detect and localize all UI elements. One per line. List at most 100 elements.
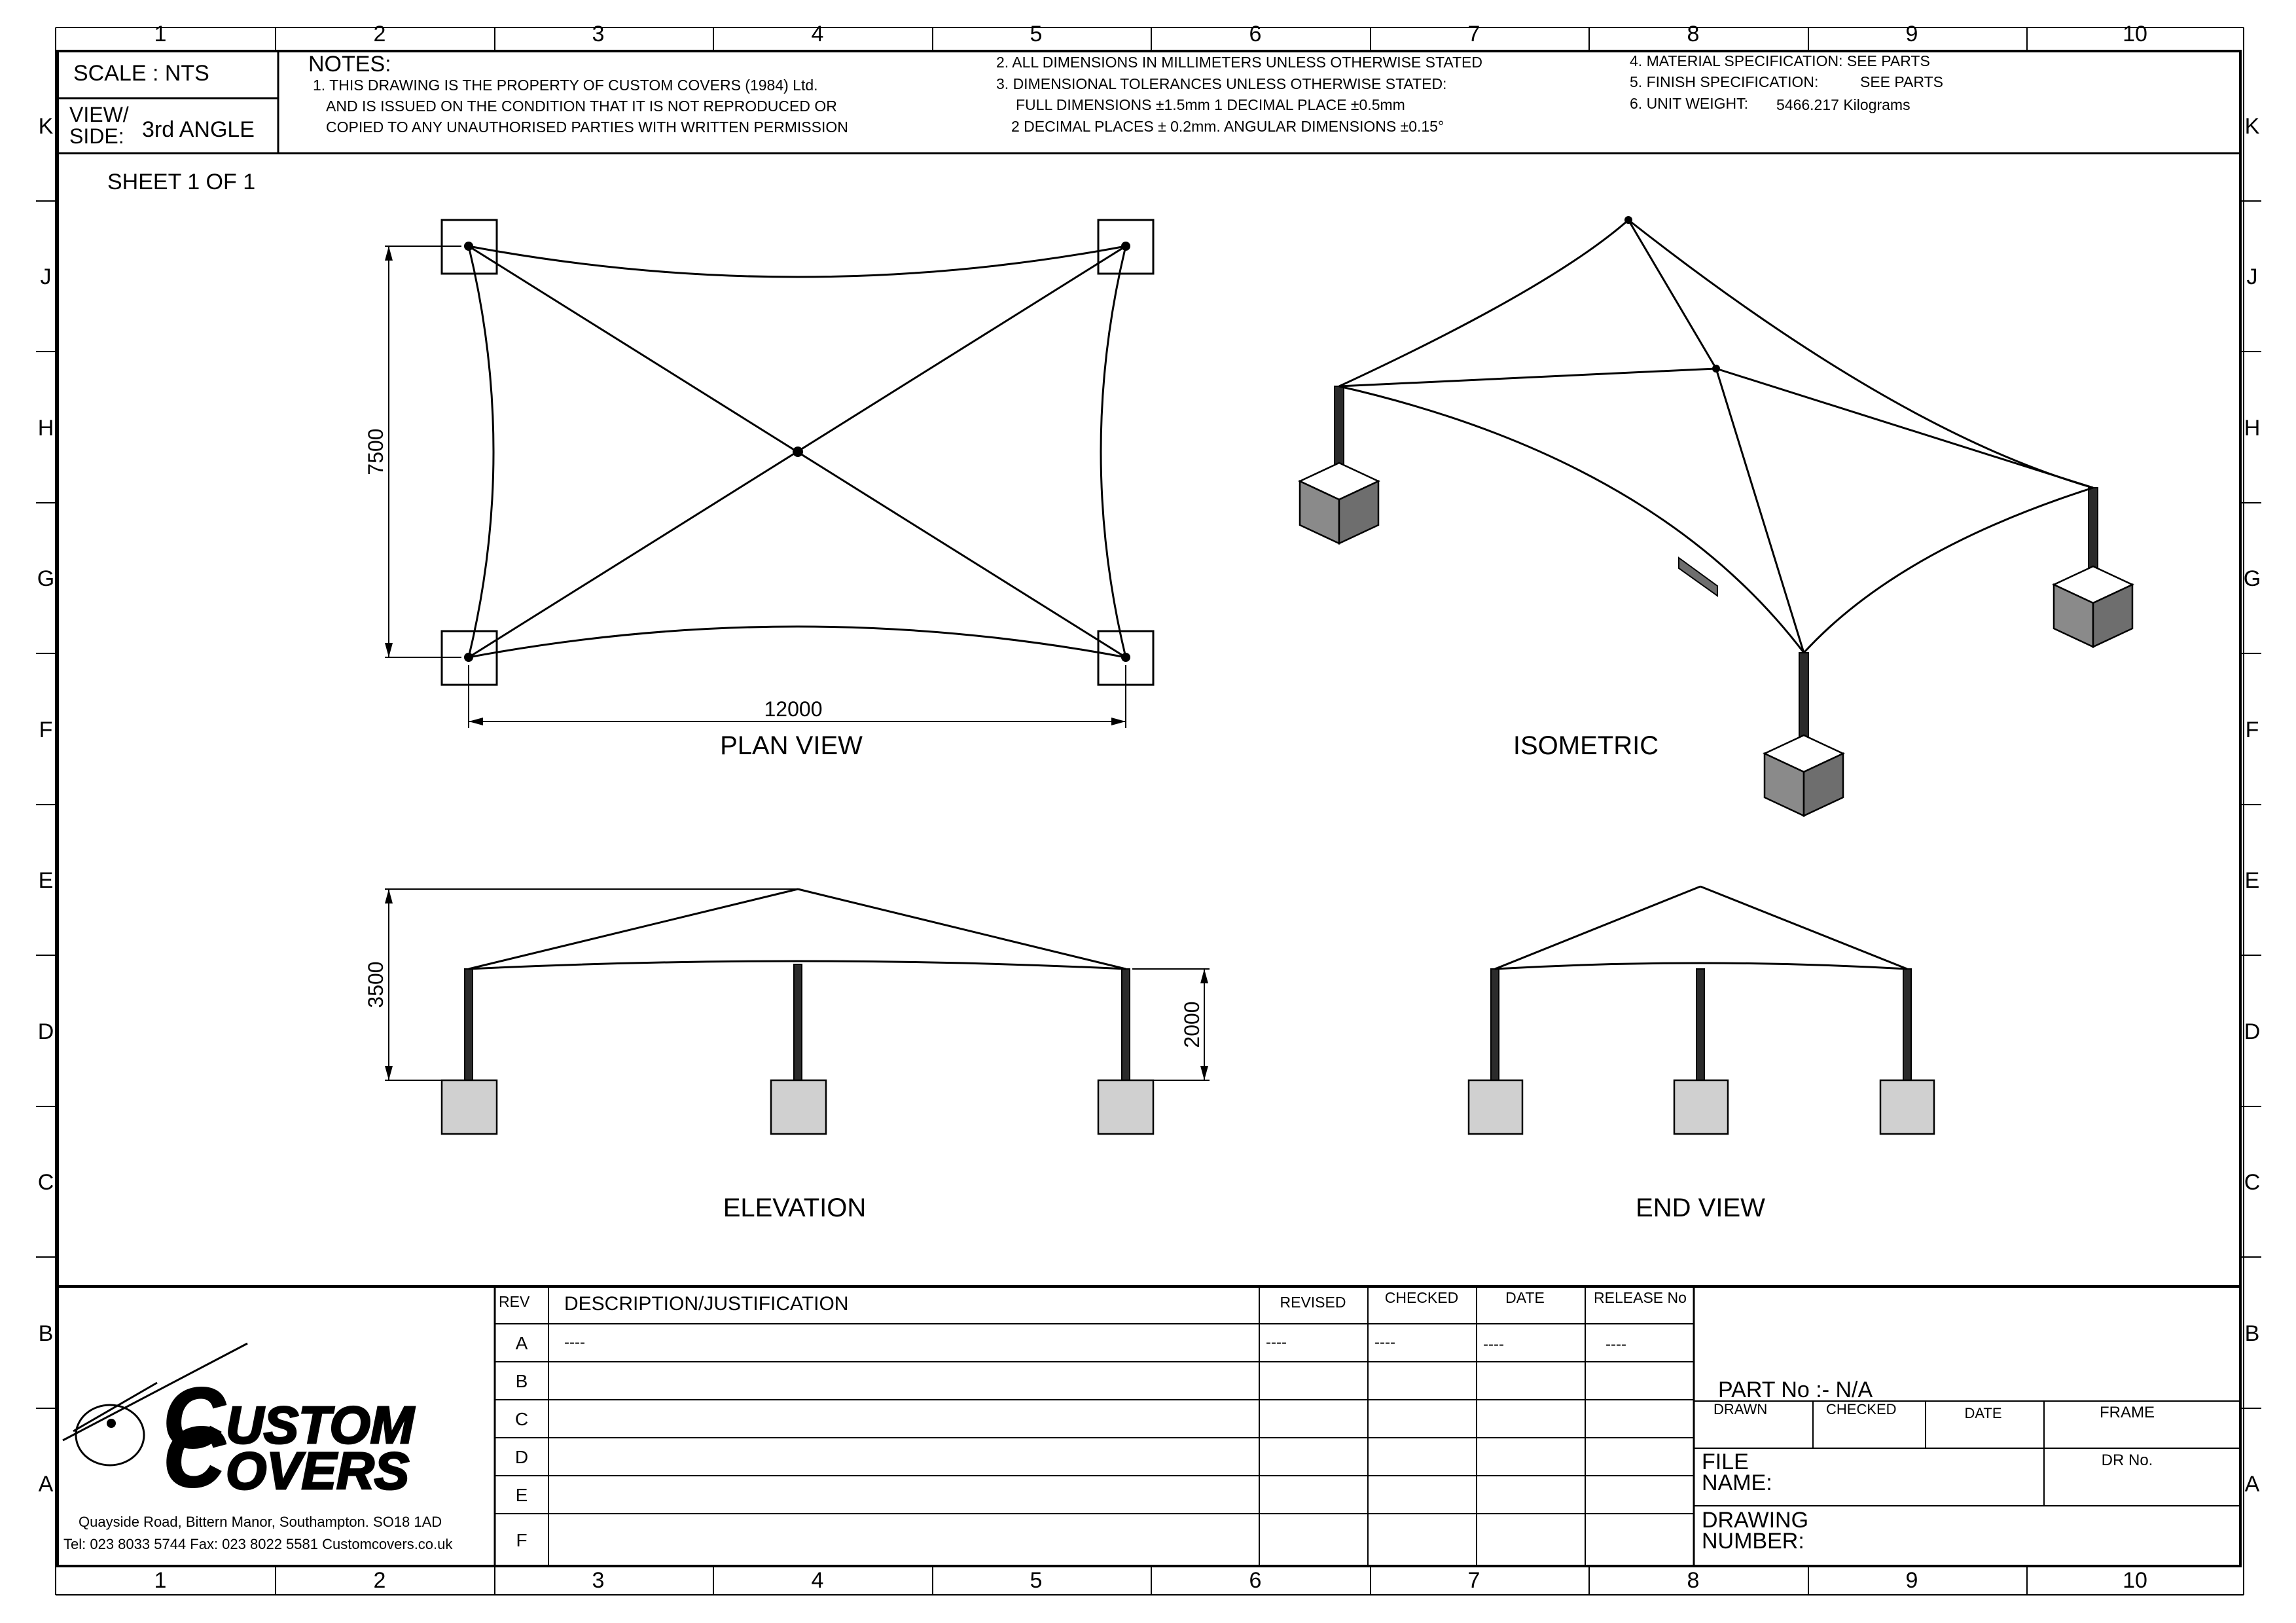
date-header: DATE [1505,1289,1545,1306]
file-name-label: NAME: [1702,1470,1772,1495]
elev-post-left [464,968,473,1081]
isometric-view: ISOMETRIC [1298,216,2134,817]
plan-view: 7500 12000 PLAN VIEW [364,219,1155,760]
company-contact: Tel: 023 8033 5744 Fax: 023 8022 5581 Cu… [63,1536,453,1552]
column-labels-bottom: 1 2 3 4 5 6 7 8 9 10 [154,1568,2147,1593]
iso-post-right [2088,487,2098,579]
checked-label: CHECKED [1826,1401,1897,1417]
col-label-2: 2 [374,1568,386,1593]
end-view: END VIEW [1467,885,1935,1222]
col-label-7: 7 [1468,1568,1480,1593]
date-cell: ---- [1483,1336,1504,1353]
elev-roof-right [797,888,1126,970]
row-label-c: C [2244,1170,2261,1195]
end-base-left [1467,1079,1524,1135]
iso-edge-left-front [1338,385,1805,653]
iso-ridge-front [1715,368,1805,653]
plan-edge-bottom [468,625,1126,659]
row-label-j: J [2247,264,2258,289]
note-5-value: SEE PARTS [1860,73,1943,90]
view-label: VIEW/ [69,103,129,126]
logo-text-custom: USTOM [226,1396,416,1454]
iso-edge-left-apex [1338,219,1629,388]
col-label-3: 3 [592,22,605,46]
row-label-d: D [2244,1019,2261,1044]
iso-view-title: ISOMETRIC [1513,731,1659,760]
iso-base-left [1298,462,1380,545]
end-roof-edge [1494,962,1908,970]
header-block: SCALE : NTS VIEW/ SIDE: 3rd ANGLE NOTES:… [58,51,2240,155]
elev-roof-edge [468,960,1126,970]
plan-view-title: PLAN VIEW [720,731,863,760]
row-label-f: F [39,718,53,742]
note-5-label: 5. FINISH SPECIFICATION: [1630,73,1818,90]
company-block: C C USTOM OVERS Quayside Road, Bittern M… [62,1342,453,1552]
elev-height-dim-label: 3500 [364,961,387,1008]
row-ticks [36,200,2261,1409]
col-label-3: 3 [592,1568,605,1593]
col-label-6: 6 [1249,22,1262,46]
iso-edge-apex-right [1628,219,2094,489]
description-header: DESCRIPTION/JUSTIFICATION [564,1293,848,1315]
note-6-value: 5466.217 Kilograms [1776,96,1910,113]
description-cell: ---- [564,1334,585,1351]
end-base-right [1879,1079,1935,1135]
plan-edge-left [467,246,495,658]
elev-base-left [440,1079,498,1135]
end-roof-left [1494,885,1701,970]
note-1-line-1: 1. THIS DRAWING IS THE PROPERTY OF CUSTO… [313,77,818,94]
col-label-4: 4 [812,1568,824,1593]
note-3-line-3: 2 DECIMAL PLACES ± 0.2mm. ANGULAR DIMENS… [1011,118,1444,135]
file-name-label: FILE [1702,1450,1749,1474]
title-block: PART No :- N/A DRAWN CHECKED DATE FRAME … [1694,1377,2240,1554]
rev-cell: B [516,1371,528,1391]
col-label-5: 5 [1030,22,1043,46]
rev-cell: D [515,1447,528,1467]
row-label-j: J [41,264,52,289]
note-2: 2. ALL DIMENSIONS IN MILLIMETERS UNLESS … [996,54,1482,71]
release-header: RELEASE No [1594,1289,1687,1306]
rev-cell: F [516,1530,527,1550]
end-post-left [1490,968,1499,1081]
plan-base-top-right [1097,219,1155,275]
date-label: DATE [1964,1405,2001,1421]
logo-text-covers: OVERS [226,1442,409,1500]
col-label-4: 4 [812,22,824,46]
rev-cell: A [516,1333,528,1353]
drawing-number-label: NUMBER: [1702,1529,1804,1554]
row-labels-right: K J H G F E D C B A [2244,114,2261,1497]
elev-roof-left [468,888,798,970]
bottom-block [58,1285,2240,1566]
col-label-6: 6 [1249,1568,1262,1593]
row-label-f: F [2246,718,2259,742]
dr-no-label: DR No. [2102,1451,2153,1469]
plan-edge-top [468,245,1126,278]
col-label-9: 9 [1906,22,1918,46]
elev-post-dim-label: 2000 [1180,1001,1204,1048]
iso-ridge-left [1338,367,1717,388]
col-label-2: 2 [374,22,386,46]
plan-depth-dim-label: 7500 [364,428,387,475]
elev-height-dimension: 3500 [364,888,798,1081]
col-label-1: 1 [154,22,167,46]
checked-header: CHECKED [1385,1289,1458,1306]
checked-cell: ---- [1374,1334,1395,1351]
elev-post-right [1121,968,1130,1081]
row-label-g: G [37,566,54,591]
col-label-7: 7 [1468,22,1480,46]
iso-ridge-apex [1627,219,1717,369]
elevation-view: 3500 2000 ELEVATION [364,888,1210,1222]
iso-post-left [1334,386,1344,473]
rev-cell: E [516,1485,528,1505]
end-post-right [1903,968,1912,1081]
end-post-middle [1696,968,1705,1081]
iso-ridge-right [1715,367,2094,489]
row-label-k: K [39,114,54,139]
col-label-10: 10 [2123,22,2147,46]
rev-cell: C [515,1409,528,1429]
col-label-1: 1 [154,1568,167,1593]
rev-header: REV [499,1293,530,1310]
elevation-view-title: ELEVATION [723,1194,867,1222]
end-roof-right [1700,885,1908,970]
